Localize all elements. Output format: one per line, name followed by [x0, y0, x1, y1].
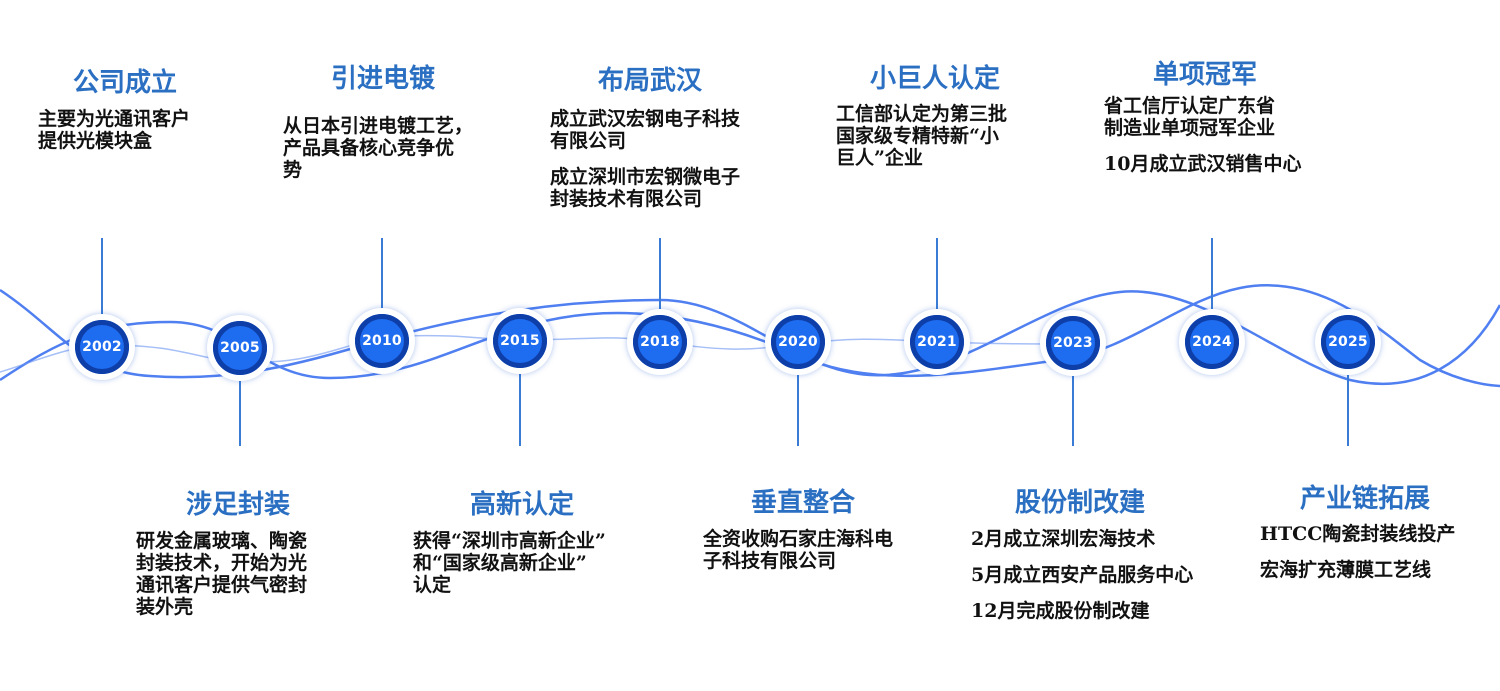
connector-line [381, 238, 383, 311]
year-label: 2023 [1053, 335, 1093, 351]
year-node: 2015 [487, 308, 553, 374]
description-paragraph: 成立深圳市宏钢微电子 封装技术有限公司 [550, 166, 741, 210]
year-label: 2020 [778, 334, 818, 350]
year-node: 2002 [69, 314, 135, 380]
year-label: 2010 [362, 333, 402, 349]
milestone-title: 股份制改建 [1014, 488, 1146, 518]
milestone-title: 涉足封装 [185, 490, 291, 520]
milestone-description: 全资收购石家庄海科电 子科技有限公司 [703, 528, 928, 586]
milestone-description: 省工信厅认定广东省 制造业单项冠军企业 10月成立武汉销售中心 [1104, 95, 1334, 189]
description-paragraph: 主要为光通讯客户 提供光模块盒 [38, 108, 191, 152]
year-label: 2002 [82, 339, 122, 355]
milestone-title: 引进电镀 [330, 64, 436, 94]
connector-line [239, 378, 241, 446]
year-node-inner: 2024 [1185, 315, 1239, 369]
year-node-inner: 2005 [213, 321, 267, 375]
year-node-inner: 2021 [910, 315, 964, 369]
milestone-description: 工信部认定为第三批 国家级专精特新“小 巨人”企业 [836, 103, 1036, 183]
description-paragraph: 工信部认定为第三批 国家级专精特新“小 巨人”企业 [836, 103, 1008, 169]
milestone-description: 研发金属玻璃、陶瓷 封装技术，开始为光 通讯客户提供气密封 装外壳 [136, 530, 356, 632]
milestone-title: 小巨人认定 [869, 64, 1001, 94]
year-node: 2021 [904, 309, 970, 375]
milestone-title: 单项冠军 [1152, 60, 1258, 90]
year-node: 2025 [1315, 309, 1381, 375]
year-node-inner: 2025 [1321, 315, 1375, 369]
description-paragraph: 研发金属玻璃、陶瓷 封装技术，开始为光 通讯客户提供气密封 装外壳 [136, 530, 308, 618]
milestone-description: 获得“深圳市高新企业” 和“国家级高新企业” 认定 [413, 530, 653, 610]
year-node-inner: 2020 [771, 315, 825, 369]
year-node-inner: 2023 [1046, 316, 1100, 370]
year-node: 2023 [1040, 310, 1106, 376]
year-node-inner: 2002 [75, 320, 129, 374]
year-node-inner: 2018 [633, 315, 687, 369]
connector-line [1072, 373, 1074, 446]
milestone-title: 公司成立 [72, 68, 178, 98]
milestone-title: 产业链拓展 [1299, 484, 1431, 514]
year-label: 2005 [220, 340, 260, 356]
year-node: 2020 [765, 309, 831, 375]
year-node: 2024 [1179, 309, 1245, 375]
year-node: 2018 [627, 309, 693, 375]
year-label: 2025 [1328, 334, 1368, 350]
year-label: 2021 [917, 334, 957, 350]
connector-line [797, 372, 799, 446]
milestone-description: 从日本引进电镀工艺， 产品具备核心竞争优 势 [283, 115, 503, 195]
milestone-title: 垂直整合 [750, 488, 856, 518]
description-paragraph: 成立武汉宏钢电子科技 有限公司 [550, 108, 741, 152]
year-node: 2010 [349, 308, 415, 374]
description-paragraph: 2月成立深圳宏海技术 [971, 528, 1156, 550]
description-paragraph: 从日本引进电镀工艺， 产品具备核心竞争优 势 [283, 115, 474, 181]
description-paragraph: 全资收购石家庄海科电 子科技有限公司 [703, 528, 894, 572]
year-node-inner: 2010 [355, 314, 409, 368]
description-paragraph: 省工信厅认定广东省 制造业单项冠军企业 [1104, 95, 1276, 139]
year-label: 2018 [640, 334, 680, 350]
connector-line [936, 238, 938, 312]
year-label: 2024 [1192, 334, 1232, 350]
milestone-description: HTCC陶瓷封装线投产宏海扩充薄膜工艺线 [1260, 523, 1495, 595]
connector-line [1211, 238, 1213, 312]
description-paragraph: 宏海扩充薄膜工艺线 [1260, 559, 1432, 581]
description-paragraph: 10月成立武汉销售中心 [1104, 153, 1302, 175]
connector-line [519, 371, 521, 446]
milestone-description: 2月成立深圳宏海技术 5月成立西安产品服务中心 12月完成股份制改建 [971, 528, 1231, 636]
connector-line [659, 238, 661, 312]
description-paragraph: 12月完成股份制改建 [971, 600, 1150, 622]
milestone-title: 高新认定 [469, 490, 575, 520]
description-paragraph: HTCC陶瓷封装线投产 [1260, 523, 1456, 545]
connector-line [1347, 372, 1349, 446]
milestone-description: 主要为光通讯客户 提供光模块盒 [38, 108, 248, 166]
year-node: 2005 [207, 315, 273, 381]
year-node-inner: 2015 [493, 314, 547, 368]
milestone-description: 成立武汉宏钢电子科技 有限公司成立深圳市宏钢微电子 封装技术有限公司 [550, 108, 785, 224]
description-paragraph: 5月成立西安产品服务中心 [971, 564, 1194, 586]
connector-line [101, 238, 103, 317]
description-paragraph: 获得“深圳市高新企业” 和“国家级高新企业” 认定 [413, 530, 606, 596]
year-label: 2015 [500, 333, 540, 349]
milestone-title: 布局武汉 [597, 66, 703, 96]
